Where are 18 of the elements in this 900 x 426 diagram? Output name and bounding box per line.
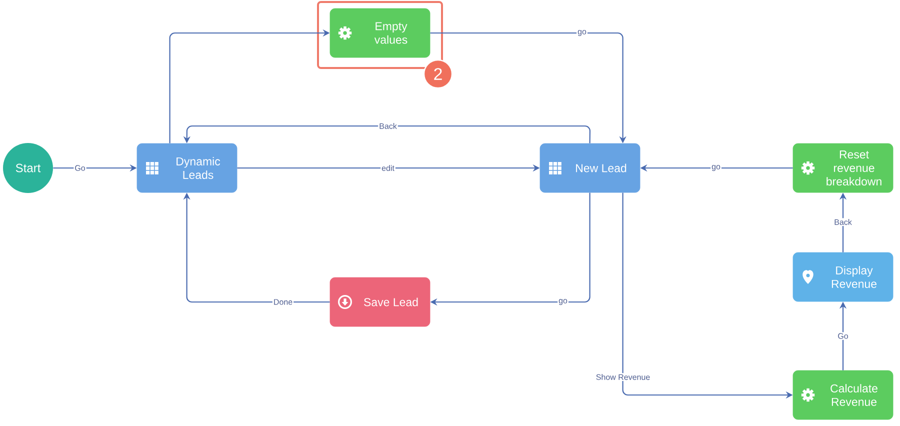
edge-label: Go xyxy=(836,332,850,340)
edge-label: edit xyxy=(380,164,396,172)
edge-label: go xyxy=(576,29,588,37)
callout-badge: 2 xyxy=(423,59,453,89)
edge-label: Back xyxy=(833,218,853,226)
state-box: Dynamic Leads xyxy=(136,143,238,193)
edge-label: go xyxy=(558,298,568,306)
state-box: New Lead xyxy=(540,143,640,193)
state-box: Reset revenue breakdown xyxy=(792,143,894,193)
edge-label: Done xyxy=(272,298,294,306)
state-box: Empty values xyxy=(330,8,430,58)
state-box: Display Revenue xyxy=(792,252,894,302)
state-box: Calculate Revenue xyxy=(792,370,894,420)
edge-label: go xyxy=(710,164,722,172)
state-box: Save Lead xyxy=(330,277,430,327)
edge-label: Show Revenue xyxy=(594,373,652,381)
edge-label: Back xyxy=(378,122,398,130)
edge-label: Go xyxy=(74,164,86,172)
